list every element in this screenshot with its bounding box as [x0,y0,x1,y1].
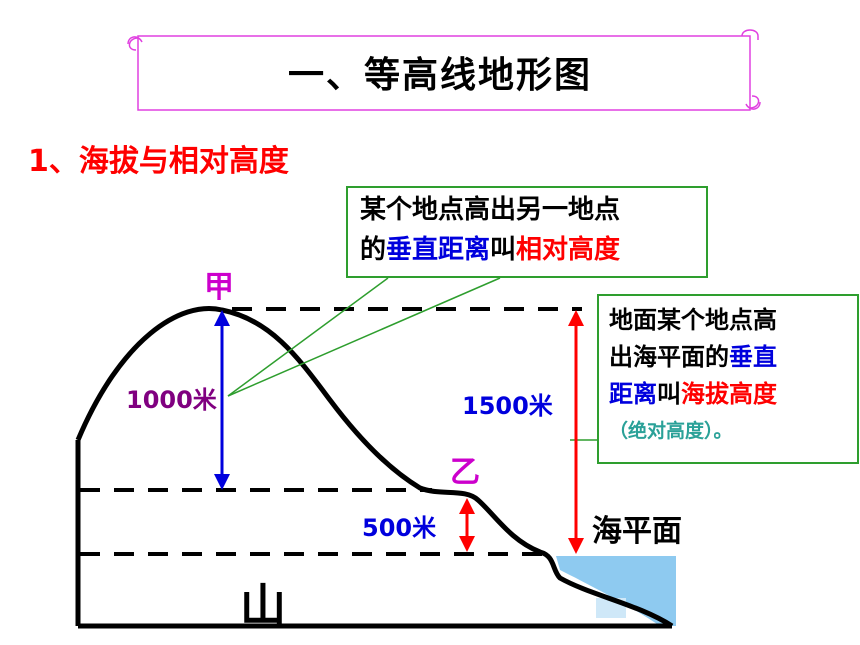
mountain-outline [75,306,674,629]
label-mountain: 山 [240,579,286,633]
dashed-levels [80,307,582,556]
sea-water [556,556,676,626]
banner-title: 一、等高线地形图 [287,55,592,96]
section-subtitle: 1、海拔与相对高度 [28,144,289,179]
label-500m: 500米 [362,514,437,542]
callout-altitude-line3: 距离叫海拔高度 [609,376,857,413]
arrow-1500 [568,310,584,554]
callout-altitude: 地面某个地点高 出海平面的垂直 距离叫海拔高度 （绝对高度）。 [597,294,859,464]
label-sea-level: 海平面 [592,514,682,549]
callout-altitude-line2: 出海平面的垂直 [609,339,857,376]
label-1500m: 1500米 [462,392,553,420]
callout-relative-height: 某个地点高出另一地点 的垂直距离叫相对高度 [346,186,708,278]
label-point-jia: 甲 [204,270,234,305]
text-vertical: 垂直 [729,343,777,371]
arrow-500 [459,498,475,552]
callout-relative-line2: 的垂直距离叫相对高度 [360,230,706,270]
text-de: 的 [360,235,387,265]
text-altitude: 海拔高度 [681,380,777,408]
banner-scroll [127,29,761,111]
text-relative-height: 相对高度 [516,235,621,265]
text-jiao: 叫 [490,235,517,265]
text-above-sea: 出海平面的 [609,343,729,371]
text-vertical-distance: 垂直距离 [386,235,491,265]
arrow-1000 [214,310,230,490]
label-point-yi: 乙 [450,455,480,490]
callout-relative-line1: 某个地点高出另一地点 [360,195,621,225]
text-distance: 距离 [609,380,657,408]
callout-altitude-line1: 地面某个地点高 [609,306,777,334]
label-1000m: 1000米 [126,386,217,414]
callout-altitude-line4: （绝对高度）。 [609,420,733,442]
text-jiao: 叫 [657,380,681,408]
